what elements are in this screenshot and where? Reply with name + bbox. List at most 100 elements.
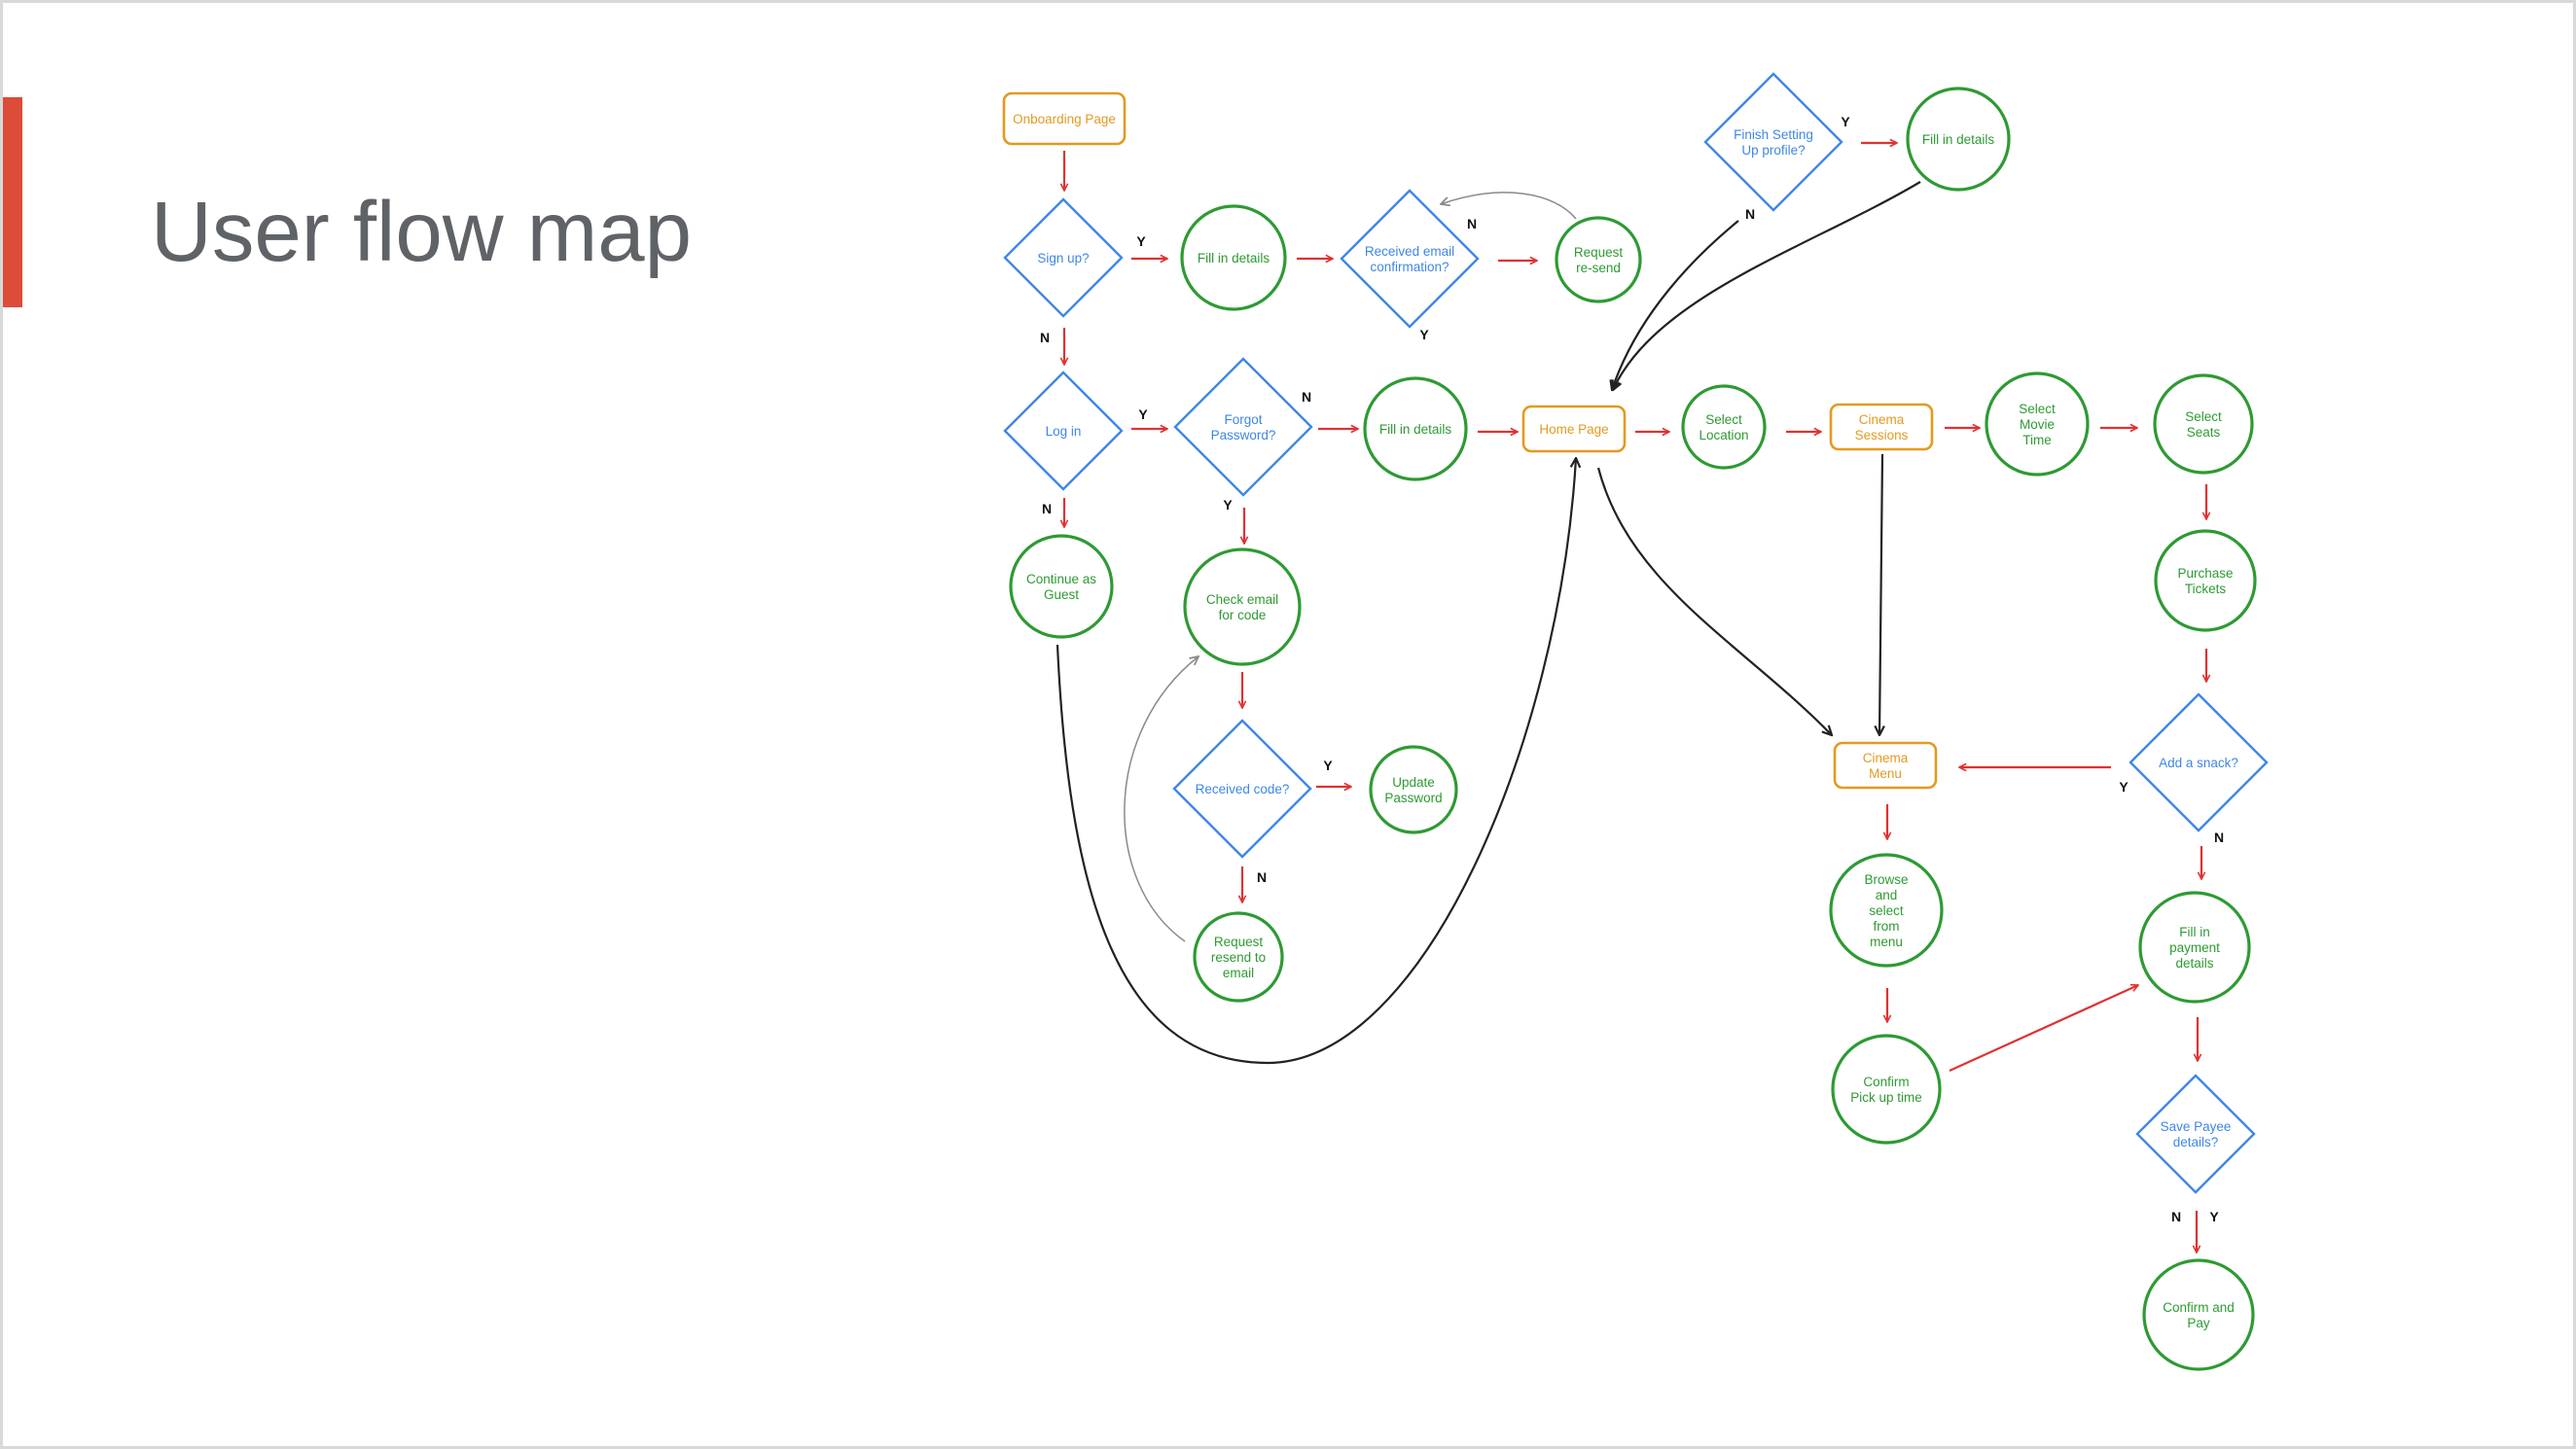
return-arrow-0 bbox=[1055, 458, 1576, 1065]
process-circle bbox=[1183, 548, 1302, 666]
edge-label-add-snack-yes: Y bbox=[2119, 779, 2129, 795]
node-label-line: details? bbox=[2173, 1135, 2219, 1149]
edge-label-login-yes: Y bbox=[1138, 406, 1148, 422]
edge-label-save-payee-no: N bbox=[2171, 1209, 2181, 1224]
edge-label-forgot-no: N bbox=[1302, 389, 1311, 405]
node-label-line: Received code? bbox=[1196, 782, 1290, 796]
slide-title: User flow map bbox=[151, 185, 692, 279]
node-label-line: re-send bbox=[1576, 261, 1621, 275]
edge-label-save-payee-yes: Y bbox=[2209, 1209, 2219, 1224]
node-label-line: menu bbox=[1870, 935, 1903, 949]
node-label-line: for code bbox=[1219, 608, 1267, 622]
node-login: Log in bbox=[1003, 371, 1124, 491]
node-label-line: Update bbox=[1392, 775, 1435, 790]
node-label-line: Home Page bbox=[1539, 422, 1608, 437]
node-label-line: Finish Setting bbox=[1734, 127, 1813, 142]
node-label-line: Time bbox=[2022, 433, 2052, 447]
node-label-line: Received email bbox=[1365, 244, 1454, 259]
node-label-line: confirmation? bbox=[1370, 260, 1449, 274]
decision-diamond bbox=[1172, 719, 1312, 859]
edge-label-signup-yes: Y bbox=[1136, 233, 1146, 249]
return-arrow-3 bbox=[1612, 220, 1739, 390]
node-label-line: Cinema bbox=[1863, 751, 1909, 765]
node-fill-details-profile: Fill in details bbox=[1906, 87, 2011, 192]
decision-diamond bbox=[1003, 197, 1124, 318]
node-label-line: Sessions bbox=[1855, 428, 1909, 442]
process-circle bbox=[1369, 745, 1458, 834]
node-label-line: Sign up? bbox=[1037, 251, 1089, 265]
decision-diamond bbox=[1340, 189, 1480, 329]
node-label-line: Save Payee bbox=[2161, 1119, 2232, 1134]
node-label-line: details bbox=[2175, 956, 2213, 971]
node-label-line: Password bbox=[1384, 791, 1442, 805]
node-onboarding: Onboarding Page bbox=[1002, 91, 1127, 146]
edge-label-received-email-no: N bbox=[1467, 216, 1477, 231]
process-circle bbox=[1829, 853, 1944, 968]
node-label-line: Select bbox=[1705, 412, 1742, 427]
node-label-line: Check email bbox=[1206, 592, 1278, 607]
process-circle bbox=[2138, 891, 2251, 1004]
decision-diamond bbox=[1173, 357, 1313, 497]
node-label-line: Location bbox=[1699, 428, 1748, 442]
node-label-line: Select bbox=[2185, 409, 2222, 424]
node-label-line: Continue as bbox=[1026, 572, 1096, 586]
edge-label-login-no: N bbox=[1042, 501, 1052, 516]
node-label-line: from bbox=[1874, 919, 1900, 934]
node-label-line: Confirm bbox=[1863, 1075, 1909, 1089]
node-label-line: Request bbox=[1574, 245, 1624, 260]
edge-label-finish-profile-yes: Y bbox=[1841, 114, 1850, 129]
node-label-line: Log in bbox=[1046, 424, 1082, 439]
process-circle bbox=[1681, 384, 1767, 470]
node-label-line: Browse bbox=[1864, 872, 1908, 887]
node-label-line: Confirm and bbox=[2163, 1300, 2235, 1315]
node-fill-details-login: Fill in details bbox=[1363, 376, 1468, 481]
node-label-line: payment bbox=[2169, 940, 2220, 955]
retry-arrow-0 bbox=[1441, 192, 1577, 220]
node-fill-details-signup: Fill in details bbox=[1180, 204, 1287, 311]
flow-arrow-23 bbox=[1949, 985, 2138, 1073]
edge-label-received-code-yes: Y bbox=[1323, 758, 1333, 773]
process-circle bbox=[1180, 204, 1287, 311]
process-circle bbox=[1363, 376, 1468, 481]
node-label-line: Menu bbox=[1869, 766, 1902, 781]
process-circle bbox=[1193, 911, 1284, 1003]
node-label-line: and bbox=[1876, 888, 1898, 902]
node-label-line: Fill in details bbox=[1198, 251, 1270, 265]
node-label-line: Pay bbox=[2187, 1316, 2210, 1330]
return-arrow-1 bbox=[1596, 467, 1832, 735]
page-box bbox=[1521, 405, 1627, 453]
node-label-line: Pick up time bbox=[1850, 1090, 1922, 1105]
node-label-line: Onboarding Page bbox=[1013, 112, 1116, 126]
node-signup: Sign up? bbox=[1003, 197, 1124, 318]
node-label-line: Up profile? bbox=[1741, 143, 1805, 158]
node-label-line: Tickets bbox=[2185, 582, 2227, 596]
process-circle bbox=[1985, 371, 2090, 477]
accent-bar bbox=[3, 97, 22, 307]
decision-diamond bbox=[2135, 1074, 2256, 1194]
node-label-line: Request bbox=[1214, 935, 1264, 949]
edge-label-received-email-yes: Y bbox=[1419, 327, 1429, 342]
node-label-line: Fill in details bbox=[1379, 422, 1452, 437]
process-circle bbox=[1831, 1034, 1942, 1145]
node-label-line: email bbox=[1223, 966, 1254, 980]
page-box bbox=[1829, 403, 1934, 451]
decision-diamond bbox=[2129, 692, 2269, 832]
node-label-line: Seats bbox=[2187, 425, 2221, 440]
edge-label-finish-profile-no: N bbox=[1745, 206, 1755, 222]
edge-label-forgot-yes: Y bbox=[1223, 497, 1233, 512]
node-add-snack: Add a snack? bbox=[2129, 692, 2269, 832]
node-label-line: Purchase bbox=[2177, 566, 2233, 581]
return-arrow-4 bbox=[1613, 181, 1921, 390]
process-circle bbox=[2154, 529, 2257, 632]
